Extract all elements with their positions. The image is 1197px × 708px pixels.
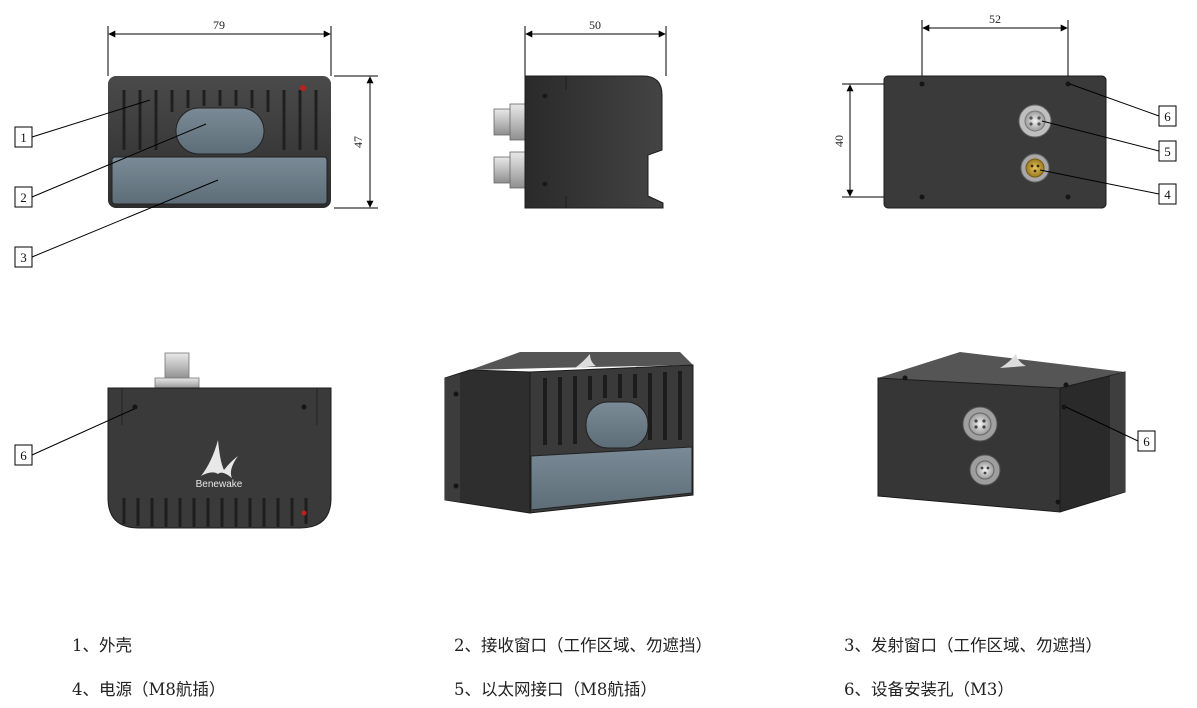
benewake-logo-icon bbox=[201, 440, 238, 478]
mount-hole-icon bbox=[1055, 499, 1061, 505]
mount-hole-icon bbox=[919, 81, 925, 87]
iso-back-face bbox=[877, 377, 1061, 513]
dim-back-width: 52 bbox=[989, 12, 1001, 26]
dim-side-width: 50 bbox=[589, 18, 601, 32]
cooling-fins-iso bbox=[543, 371, 682, 445]
mount-hole-icon bbox=[542, 181, 548, 187]
leader-line-3 bbox=[31, 179, 219, 258]
iso-emitting-window bbox=[530, 446, 693, 511]
benewake-logo-icon bbox=[575, 354, 596, 368]
mount-hole-icon bbox=[902, 375, 908, 381]
leader-line-6-top bbox=[31, 408, 135, 456]
leader-line-6 bbox=[1069, 83, 1160, 117]
receiving-window bbox=[175, 107, 265, 155]
callout-label-6: 6 bbox=[1164, 109, 1171, 124]
dim-front-height: 47 bbox=[351, 136, 365, 148]
cable-connector-upper bbox=[493, 108, 513, 136]
legend-item-housing: 1、外壳 bbox=[72, 636, 132, 655]
dim-front-width: 79 bbox=[213, 18, 225, 32]
status-led-icon bbox=[300, 85, 306, 91]
mount-hole-icon bbox=[542, 93, 548, 99]
callout-label-4: 4 bbox=[1164, 187, 1171, 202]
emitting-window bbox=[111, 156, 328, 205]
mount-hole-icon bbox=[1065, 194, 1071, 200]
mount-hole-icon bbox=[919, 194, 925, 200]
side-view: 50 bbox=[493, 18, 667, 209]
cooling-fins bbox=[122, 90, 318, 150]
front-view: 79 47 1 bbox=[14, 18, 378, 268]
callout-label-5: 5 bbox=[1164, 144, 1171, 159]
callout-label-2: 2 bbox=[20, 190, 27, 205]
mount-hole-icon bbox=[1065, 81, 1071, 87]
mount-hole-icon bbox=[1063, 382, 1069, 388]
legend-item-ethernet: 5、以太网接口（M8航插） bbox=[454, 680, 657, 699]
leader-line-5 bbox=[1041, 120, 1160, 152]
top-view: Benewake 6 bbox=[14, 352, 332, 529]
logo-text: Benewake bbox=[196, 479, 243, 490]
back-view: 52 40 6 5 4 bbox=[832, 12, 1177, 209]
dim-back-height: 40 bbox=[832, 135, 846, 147]
legend-item-emitting-window: 3、发射窗口（工作区域、勿遮挡） bbox=[844, 636, 1102, 655]
benewake-logo-icon bbox=[1000, 354, 1026, 368]
housing-back bbox=[883, 75, 1107, 209]
mount-hole-icon bbox=[132, 404, 138, 410]
isometric-front-view bbox=[444, 352, 694, 514]
isometric-back-view: 6 bbox=[877, 352, 1156, 513]
mount-hole-icon bbox=[1061, 404, 1067, 410]
cooling-fins-bottom bbox=[122, 498, 308, 527]
iso-receiving-window bbox=[585, 401, 649, 449]
cable-connector-top bbox=[164, 352, 190, 380]
mount-hole-icon bbox=[301, 404, 307, 410]
cable-connector-lower bbox=[493, 156, 513, 184]
leader-line-1 bbox=[31, 99, 151, 138]
callout-box-6-top bbox=[14, 444, 33, 466]
leader-line-6-iso bbox=[1065, 406, 1139, 442]
housing-side bbox=[524, 75, 664, 209]
callout-label-6-top: 6 bbox=[20, 448, 27, 463]
legend-item-mount-holes: 6、设备安装孔（M3） bbox=[844, 680, 1014, 699]
mount-hole-icon bbox=[453, 483, 459, 489]
leader-line-2 bbox=[31, 123, 207, 198]
callout-label-1: 1 bbox=[20, 130, 27, 145]
status-led-icon bbox=[301, 510, 307, 516]
mount-hole-icon bbox=[453, 391, 459, 397]
leader-line-4 bbox=[1039, 169, 1160, 195]
legend-item-power: 4、电源（M8航插） bbox=[72, 680, 226, 699]
callout-label-3: 3 bbox=[20, 250, 27, 265]
legend-item-receiving-window: 2、接收窗口（工作区域、勿遮挡） bbox=[454, 636, 712, 655]
callout-label-6-iso: 6 bbox=[1143, 434, 1150, 449]
